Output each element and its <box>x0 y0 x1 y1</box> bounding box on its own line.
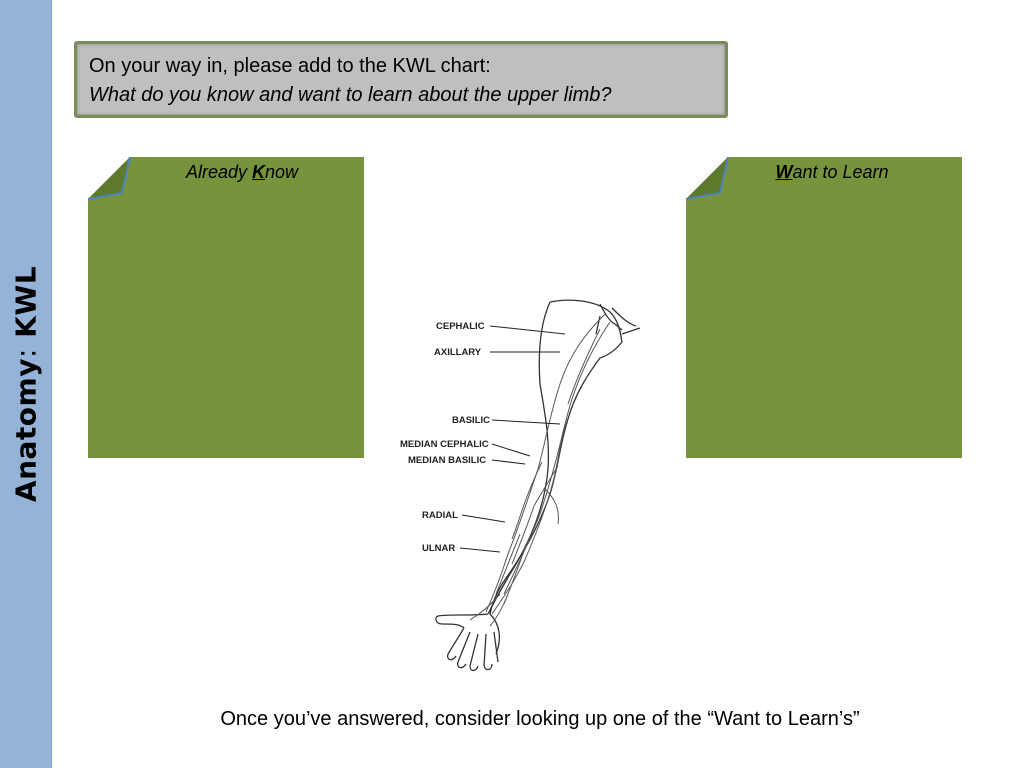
title-anatomy: Anatomy <box>9 358 43 503</box>
know-letter: K <box>252 162 265 182</box>
label-basilic: BASILIC <box>452 415 490 426</box>
know-note-title: Already Know <box>104 162 380 183</box>
instruction-line-1: On your way in, please add to the KWL ch… <box>89 55 491 77</box>
know-prefix: Already <box>185 162 252 182</box>
want-note-title: Want to Learn <box>694 162 970 183</box>
title-separator: : <box>9 348 43 359</box>
know-suffix: now <box>265 162 299 182</box>
want-suffix: ant to Learn <box>792 162 889 182</box>
arm-outline <box>435 299 641 672</box>
label-cephalic: CEPHALIC <box>436 321 485 332</box>
instruction-line-2: What do you know and want to learn about… <box>89 84 612 106</box>
title-kwl: KWL <box>9 265 43 338</box>
footer-note: Once you’ve answered, consider looking u… <box>220 708 860 730</box>
want-letter: W <box>775 162 793 182</box>
vein-lines <box>469 313 611 627</box>
label-leaders <box>459 325 566 553</box>
label-radial: RADIAL <box>422 510 458 521</box>
instruction-box: On your way in, please add to the KWL ch… <box>74 41 728 118</box>
side-banner: Anatomy: KWL <box>0 0 52 768</box>
want-note[interactable] <box>686 157 962 458</box>
label-median-cephalic: MEDIAN CEPHALIC <box>400 439 489 450</box>
label-median-basilic: MEDIAN BASILIC <box>408 455 486 466</box>
upper-limb-veins-diagram: CEPHALIC AXILLARY BASILIC MEDIAN CEPHALI… <box>400 299 641 672</box>
slide-title: Anatomy: KWL <box>10 266 43 502</box>
know-note[interactable] <box>88 157 364 458</box>
label-axillary: AXILLARY <box>434 347 482 358</box>
label-ulnar: ULNAR <box>422 543 455 554</box>
